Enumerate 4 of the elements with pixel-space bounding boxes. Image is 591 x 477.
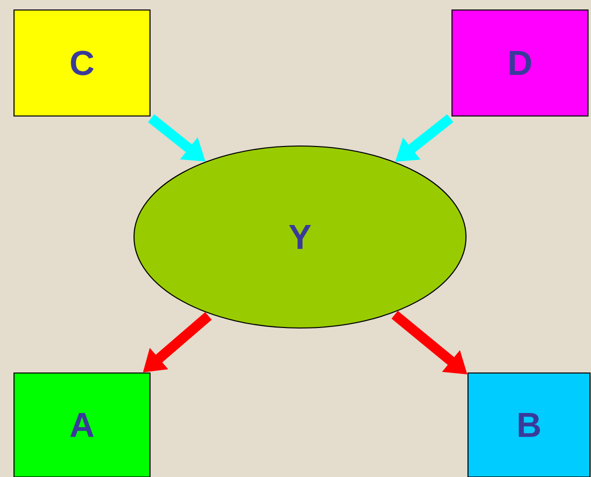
square-box: B	[467, 372, 591, 477]
square-box: D	[451, 9, 589, 117]
ellipse-node: Y	[133, 145, 467, 329]
square-box: C	[13, 9, 151, 117]
